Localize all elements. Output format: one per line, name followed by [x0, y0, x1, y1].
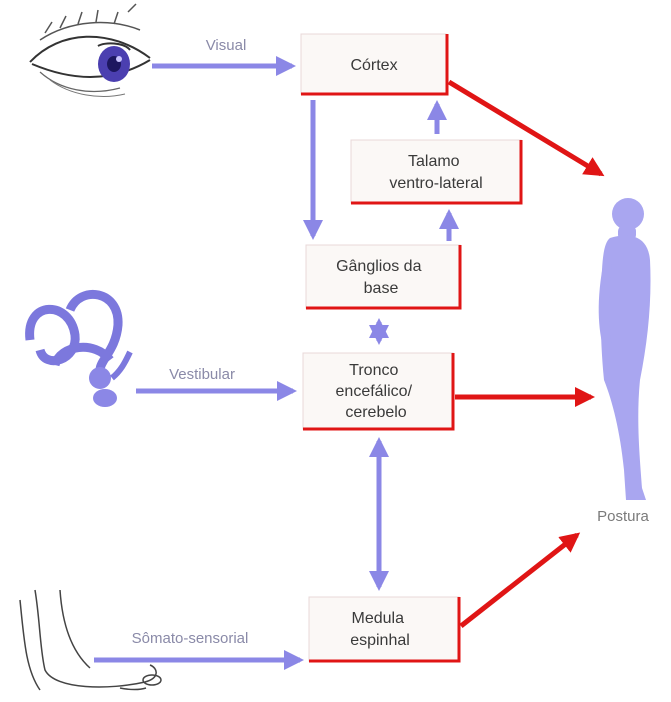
eye-icon [30, 4, 150, 96]
box-spinal-cord: Medula espinhal [309, 597, 459, 661]
box-basal-ganglia: Gânglios da base [306, 245, 460, 308]
box-brainstem: Tronco encefálico/ cerebelo [303, 353, 453, 429]
arrow-spinal-to-posture [461, 535, 577, 626]
label-visual: Visual [206, 37, 247, 54]
box-thalamus: Talamo ventro-lateral [351, 140, 521, 203]
human-figure-icon [599, 198, 651, 500]
label-posture: Postura [597, 508, 649, 525]
box-cortex-label: Córtex [350, 57, 397, 74]
label-vestibular: Vestibular [169, 366, 235, 383]
label-somatosensory: Sômato-sensorial [132, 630, 249, 647]
box-cortex: Córtex [301, 34, 447, 94]
inner-ear-icon [30, 294, 130, 407]
